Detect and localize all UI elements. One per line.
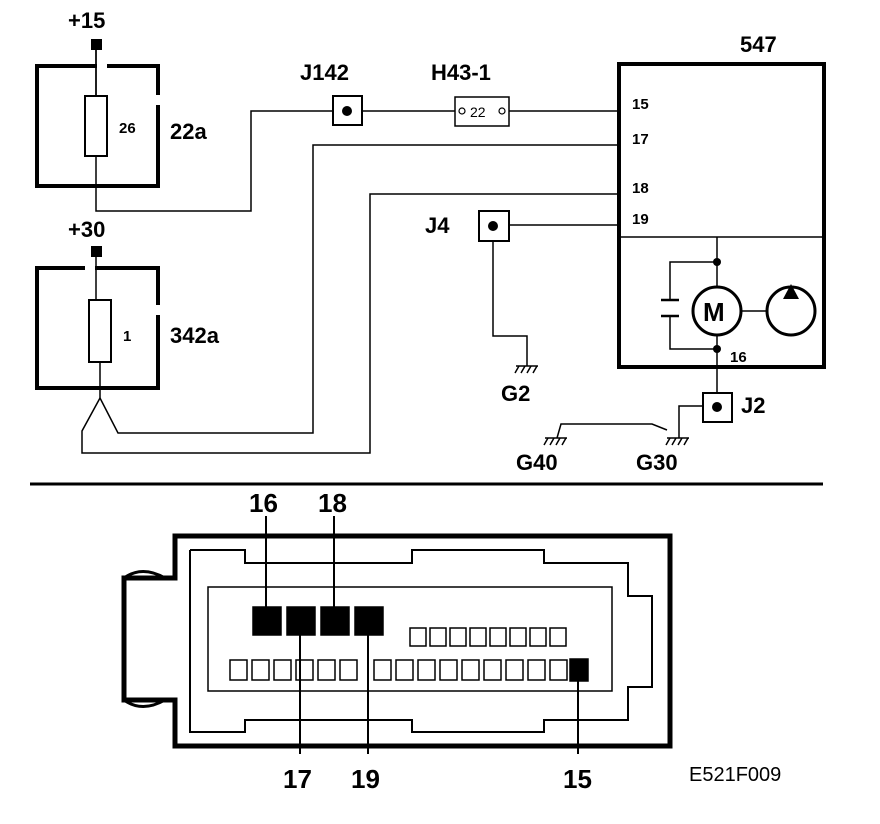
module-pin-17: 17	[632, 131, 649, 148]
motor-junction-bottom	[713, 345, 721, 353]
motor-pin-16: 16	[730, 349, 747, 366]
fuse-box-outline-22a	[35, 64, 160, 188]
plug-cavity-lower	[251, 659, 270, 681]
plug-cavity-lower	[229, 659, 248, 681]
fuse-26-body	[84, 95, 108, 157]
motor-symbol: M	[703, 297, 725, 327]
connector-j2-dot	[712, 402, 722, 412]
plug-label-17: 17	[283, 764, 312, 794]
plug-cavity-lower	[549, 659, 568, 681]
plug-cavity-lower	[417, 659, 436, 681]
connector-j4-dot	[488, 221, 498, 231]
module-547-outline	[617, 62, 826, 369]
connector-j2-label: J2	[741, 393, 765, 418]
ground-g2-label: G2	[501, 381, 530, 406]
plug-cavity-lower	[395, 659, 414, 681]
ground-g30-label: G30	[636, 450, 678, 475]
fuse-box-342a: +30 1 342a	[35, 217, 220, 390]
plug-cavity-upper	[469, 627, 487, 647]
plug-cavity-upper	[549, 627, 567, 647]
plug-pin-17	[286, 606, 316, 636]
connector-h43-pin-number: 22	[470, 104, 486, 120]
plug-cavity-upper	[409, 627, 427, 647]
plug-label-15: 15	[563, 764, 592, 794]
plug-cavity-upper	[529, 627, 547, 647]
capacitor-bottom-wire	[669, 316, 717, 350]
plug-pin-19	[354, 606, 384, 636]
plug-leader-lines	[265, 516, 579, 754]
wire-j2-to-g30	[678, 405, 703, 430]
connector-h43-right-pin	[498, 107, 506, 115]
connector-j4-label: J4	[425, 213, 450, 238]
fuse-box-label-22a: 22a	[170, 119, 207, 144]
plug-cavity-lower	[505, 659, 524, 681]
module-pin-19: 19	[632, 211, 649, 228]
figure-code: E521F009	[689, 764, 781, 786]
plug-cavity-lower	[317, 659, 336, 681]
wire-split-to-pin18	[81, 193, 619, 454]
pump-triangle-icon	[783, 284, 799, 299]
supply-label-plus15: +15	[68, 8, 105, 33]
plug-label-16: 16	[249, 488, 278, 518]
connector-j4: J4	[425, 210, 510, 242]
plug-cavity-lower	[461, 659, 480, 681]
plug-cavity-block	[207, 586, 613, 692]
module-547-label: 547	[740, 32, 777, 57]
plug-latch-top	[123, 570, 166, 580]
ground-g40-label: G40	[516, 450, 558, 475]
connector-h43-left-pin	[458, 107, 466, 115]
connector-j2: J2	[702, 392, 765, 423]
fuse-1-number: 1	[123, 328, 131, 345]
plug-cavity-lower	[527, 659, 546, 681]
plug-cavity-upper	[509, 627, 527, 647]
wire-split-to-pin17	[99, 144, 619, 434]
plug-cavity-upper	[489, 627, 507, 647]
plug-cavity-lower	[439, 659, 458, 681]
wire-j4-to-g2	[492, 236, 528, 366]
plug-label-19: 19	[351, 764, 380, 794]
wire-g30-to-g40	[556, 423, 668, 439]
plug-cavity-lower	[373, 659, 392, 681]
plug-cavity-lower	[295, 659, 314, 681]
plug-outer-shell	[121, 533, 673, 749]
fuse-26-number: 26	[119, 120, 136, 137]
supply-terminal-plus15	[91, 39, 102, 50]
ground-g40	[543, 437, 567, 446]
plug-pin-15	[569, 658, 589, 682]
connector-h43-label: H43-1	[431, 60, 491, 85]
plug-pin-18	[320, 606, 350, 636]
connector-j142-dot	[342, 106, 352, 116]
plug-pins	[229, 606, 589, 682]
supply-label-plus30: +30	[68, 217, 105, 242]
module-pin-18: 18	[632, 180, 649, 197]
wire-fuse26-out	[95, 110, 333, 212]
supply-terminal-plus30	[91, 246, 102, 257]
module-547: 547 15 17 18 19 M 16	[617, 32, 826, 369]
plug-pin-16	[252, 606, 282, 636]
plug-cavity-upper	[449, 627, 467, 647]
fuse-box-outline-342a	[35, 266, 160, 390]
plug-cavity-lower	[273, 659, 292, 681]
connector-j142-label: J142	[300, 60, 349, 85]
plug-cavity-upper	[429, 627, 447, 647]
plug-cavity-lower	[483, 659, 502, 681]
ground-g30	[665, 430, 689, 446]
fuse-box-22a: +15 26 22a	[35, 8, 207, 188]
plug-label-18: 18	[318, 488, 347, 518]
ground-g2	[514, 365, 538, 374]
plug-cavity-lower	[339, 659, 358, 681]
fuse-box-label-342a: 342a	[170, 323, 220, 348]
wires	[81, 50, 718, 454]
connector-j142: J142	[300, 60, 363, 126]
capacitor-top-wire	[669, 261, 717, 300]
fuse-1-body	[88, 299, 112, 363]
connector-h43: H43-1 22	[431, 60, 510, 127]
motor-junction-top	[713, 258, 721, 266]
plug-latch-bottom	[123, 698, 166, 708]
module-pin-15: 15	[632, 96, 649, 113]
connector-plug	[121, 533, 673, 749]
